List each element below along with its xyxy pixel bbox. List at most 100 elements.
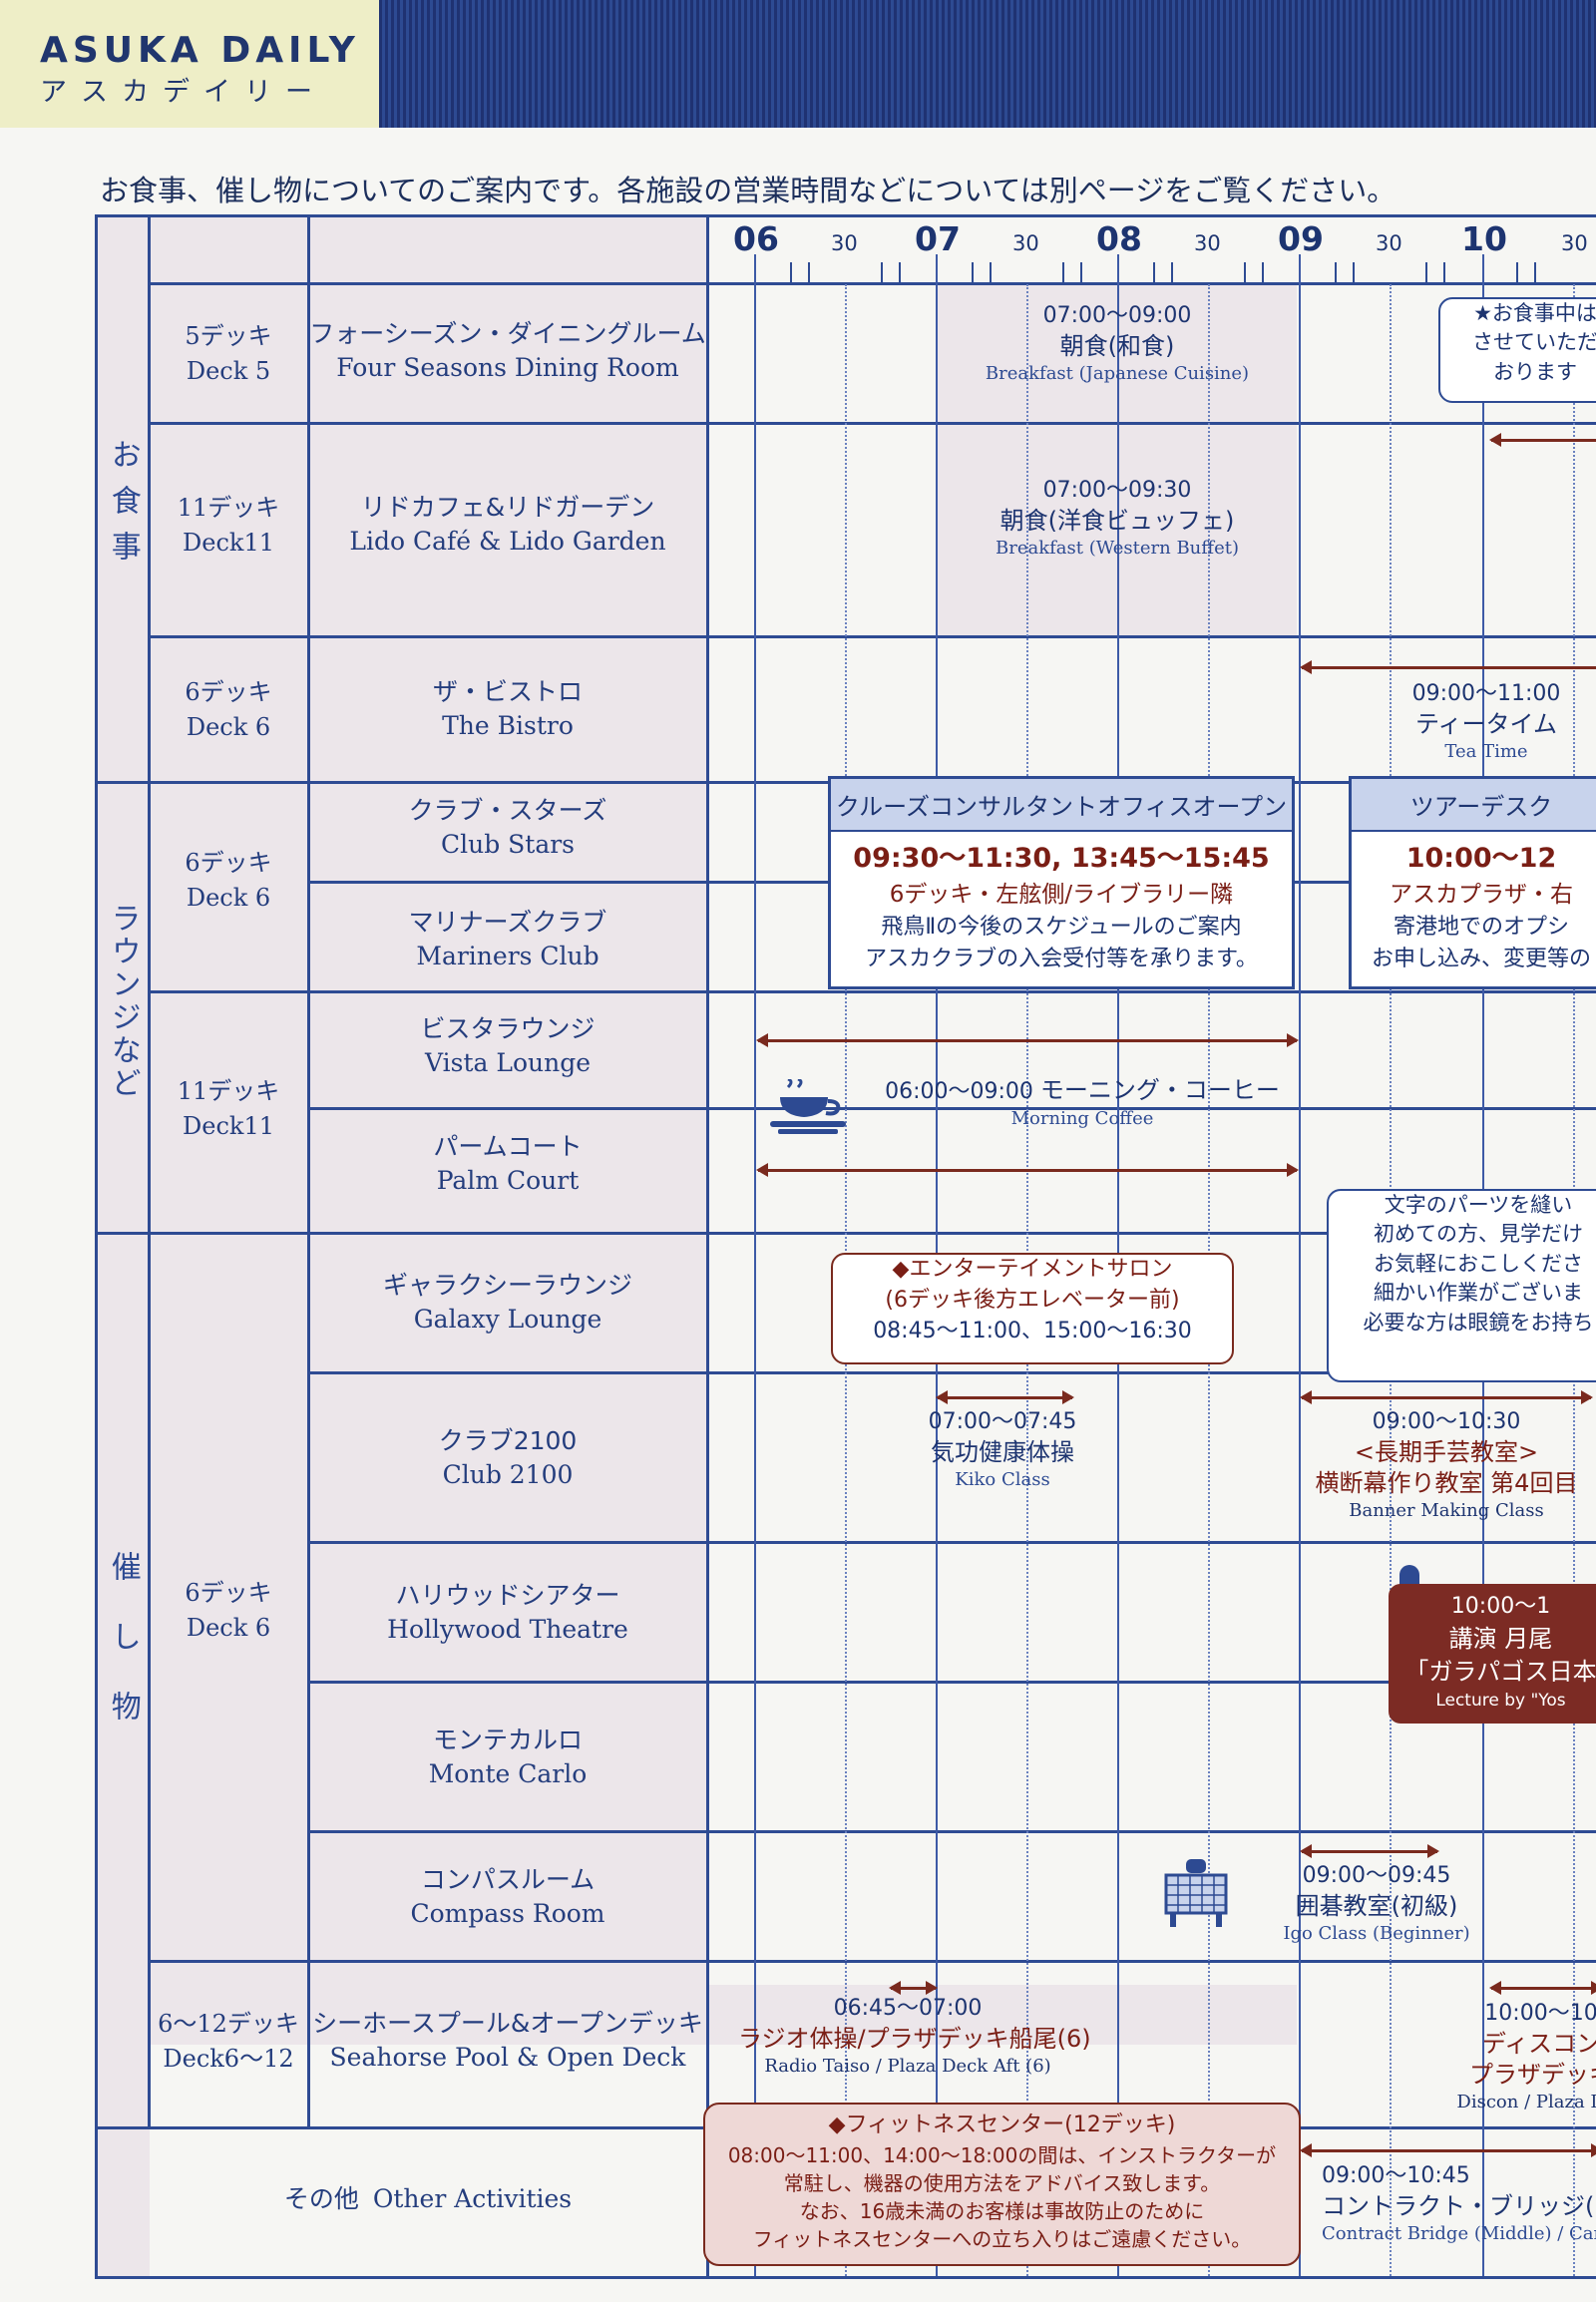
half-label: 30	[831, 231, 858, 255]
hour-label-06: 06	[733, 219, 779, 258]
event-title: 朝食(洋食ビュッフェ)	[999, 506, 1235, 535]
category-dining: お食事	[103, 439, 143, 586]
venue-lido: リドカフェ&リドガーデン Lido Café & Lido Garden	[309, 491, 706, 559]
venue-en: Lido Café & Lido Garden	[349, 526, 666, 556]
venue-divider	[706, 214, 709, 2276]
kiko-arrow	[936, 1390, 1074, 1404]
event-breakfast-buffet: 07:00〜09:30 朝食(洋食ビュッフェ) Breakfast (Weste…	[938, 477, 1297, 560]
venue-jp: ザ・ビストロ	[432, 677, 583, 706]
header-row-line	[150, 282, 1596, 285]
box-line: ◆エンターテイメントサロン	[892, 1257, 1173, 1282]
event-title: ティータイム	[1414, 709, 1558, 738]
venue-jp: フォーシーズン・ダイニングルーム	[309, 319, 706, 348]
label-shade	[95, 214, 708, 2045]
event-time: 07:00〜09:00	[1042, 303, 1192, 328]
box-line: Lecture by "Yos	[1435, 1690, 1566, 1711]
note-line: 必要な方は眼鏡をお持ち	[1363, 1310, 1594, 1335]
venue-jp: ハリウッドシアター	[395, 1581, 620, 1610]
event-contract-bridge: 09:00〜10:45 コントラクト・ブリッジ(中 Contract Bridg…	[1322, 2162, 1596, 2245]
craft-note: 文字のパーツを縫い 初めての方、見学だけ お気軽におこしくださ 細かい作業がござ…	[1327, 1189, 1596, 1382]
venue-jp: コンパスルーム	[420, 1865, 596, 1894]
tick	[1153, 262, 1155, 282]
event-time: 07:00〜07:45	[928, 1409, 1077, 1434]
box-header: ツアーデスク	[1352, 779, 1596, 832]
deck-en: Deck11	[183, 528, 274, 557]
event-title: ディスコン	[1481, 2029, 1596, 2058]
note-line: させていただ	[1472, 330, 1596, 355]
tick	[899, 262, 901, 282]
box-place: 6デッキ・左舷側/ライブラリー隣	[889, 882, 1234, 908]
event-banner-making: 09:00〜10:30 <長期手芸教室> 横断幕作り教室 第4回目 Banner…	[1287, 1408, 1596, 1522]
tick	[1262, 262, 1264, 282]
sub-row-line	[309, 1371, 1596, 1374]
category-shade	[95, 214, 150, 2279]
deck-jp: 6〜12デッキ	[158, 2010, 299, 2038]
event-title: コントラクト・ブリッジ(中	[1322, 2191, 1596, 2220]
box-line: お申し込み、変更等の	[1371, 947, 1591, 971]
tick	[1516, 262, 1518, 282]
deck-en: Deck11	[183, 1111, 274, 1140]
event-title-en: Breakfast (Japanese Cuisine)	[985, 362, 1250, 384]
venue-en: Four Seasons Dining Room	[336, 352, 679, 382]
half-label: 30	[1194, 231, 1221, 255]
venue-en: Monte Carlo	[428, 1758, 588, 1788]
consultant-office-box: クルーズコンサルタントオフィスオープン 09:30〜11:30, 13:45〜1…	[828, 776, 1295, 989]
venue-en: Seahorse Pool & Open Deck	[329, 2042, 686, 2072]
venue-jp: ビスタラウンジ	[420, 1014, 596, 1043]
event-title: <長期手芸教室>	[1354, 1437, 1539, 1466]
event-subtitle: 横断幕作り教室 第4回目	[1315, 1468, 1578, 1497]
hour-label-09: 09	[1278, 219, 1324, 258]
half-label: 30	[1376, 231, 1402, 255]
entertainment-salon-box: ◆エンターテイメントサロン (6デッキ後方エレベーター前) 08:45〜11:0…	[831, 1253, 1234, 1364]
box-line: (6デッキ後方エレベーター前)	[885, 1287, 1180, 1313]
venue-jp: リドカフェ&リドガーデン	[360, 493, 655, 522]
event-time: 06:45〜07:00	[833, 1996, 983, 2021]
event-time: 06:00〜09:00	[885, 1079, 1033, 1104]
tea-arrow	[1300, 660, 1596, 674]
header-bar	[379, 0, 1596, 128]
dining-note: ★お食事中は させていただ おります	[1438, 297, 1596, 403]
coffee-arrow-top	[756, 1033, 1299, 1047]
venue-jp: クラブ2100	[438, 1426, 578, 1455]
deck-en: Deck 6	[186, 712, 271, 741]
event-title-en: Breakfast (Western Buffet)	[996, 537, 1239, 559]
coffee-arrow-bottom	[756, 1163, 1299, 1177]
box-line: フィットネスセンターへの立ち入りはご遠慮ください。	[752, 2226, 1252, 2251]
sub-row-line	[309, 1541, 1596, 1544]
tick	[1171, 262, 1173, 282]
venue-en: Club 2100	[442, 1459, 574, 1489]
deck-jp: 6デッキ	[185, 849, 272, 877]
deck-jp: 11デッキ	[177, 1077, 280, 1105]
deck-label-r4: 6デッキ Deck 6	[150, 846, 307, 916]
hour-label-10: 10	[1461, 219, 1507, 258]
box-line: 飛鳥Ⅱの今後のスケジュールのご案内	[881, 915, 1242, 940]
lunch-arrow	[1489, 433, 1596, 447]
note-line: ★お食事中は	[1473, 301, 1596, 325]
deck-label-r3: 6デッキ Deck 6	[150, 675, 307, 745]
venue-en: Club Stars	[440, 829, 576, 859]
box-time: 10:00〜12	[1405, 843, 1557, 874]
box-line: ◆フィットネスセンター(12デッキ)	[828, 2112, 1176, 2137]
event-title: 気功健康体操	[931, 1437, 1074, 1466]
deck-jp: 6デッキ	[185, 678, 272, 706]
row-line	[150, 422, 1596, 425]
deck-en: Deck 6	[186, 883, 271, 912]
deck-jp: 11デッキ	[177, 494, 280, 522]
event-title-en: Morning Coffee	[1010, 1107, 1154, 1129]
note-line: 初めての方、見学だけ	[1374, 1222, 1583, 1247]
hour-line-06	[754, 254, 756, 2276]
category-lounges-label: ラウンジなど	[105, 903, 141, 1100]
box-line: 08:45〜11:00、15:00〜16:30	[873, 1318, 1192, 1343]
tick	[1062, 262, 1064, 282]
event-title-en: Igo Class (Beginner)	[1283, 1922, 1470, 1944]
sub-row-line	[309, 1107, 1596, 1110]
tour-desk-box: ツアーデスク 10:00〜12 アスカプラザ・右 寄港地でのオプシ お申し込み、…	[1349, 776, 1596, 989]
note-line: 細かい作業がございま	[1374, 1281, 1583, 1306]
event-tea-time: 09:00〜11:00 ティータイム Tea Time	[1327, 680, 1596, 763]
